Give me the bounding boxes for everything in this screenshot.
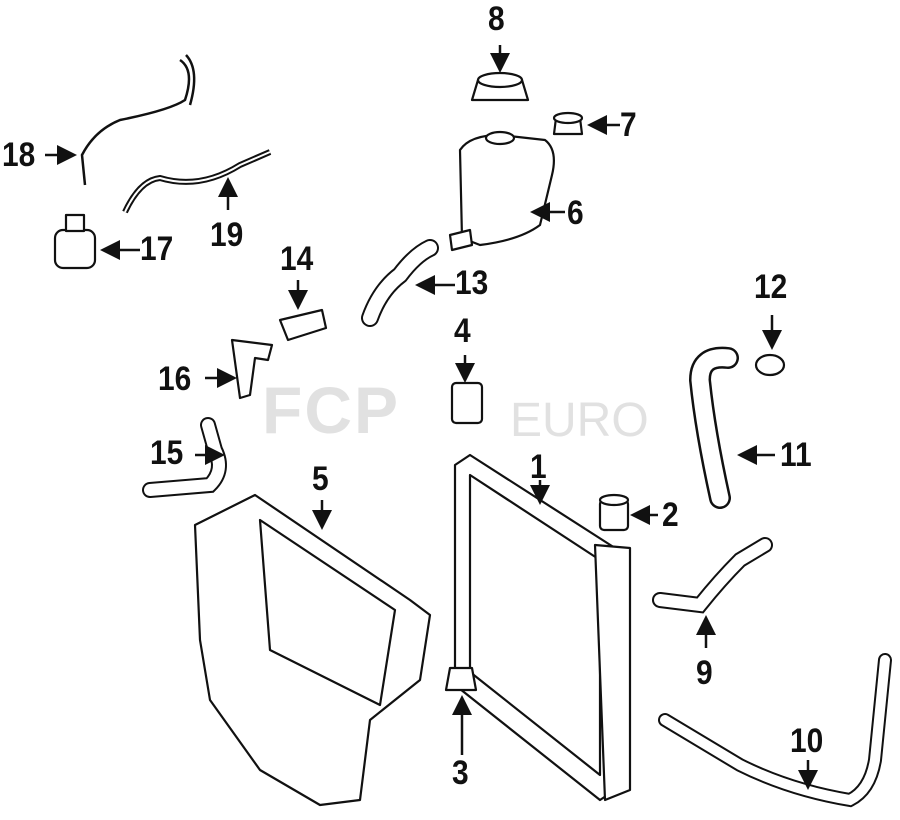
callout-13: 13 <box>455 264 489 302</box>
part-19-hose <box>122 149 272 214</box>
part-14-connector <box>278 280 328 342</box>
callout-12: 12 <box>754 268 788 306</box>
watermark-logo: FCP <box>262 373 400 447</box>
callout-10: 10 <box>790 722 824 760</box>
part-10-pipe <box>658 653 892 808</box>
part-17-pump <box>53 213 140 270</box>
callout-18: 18 <box>2 136 36 174</box>
part-16-flange <box>205 338 274 400</box>
callout-5: 5 <box>312 460 329 498</box>
part-6-expansion-tank <box>448 130 565 252</box>
part-4-sensor <box>450 355 484 425</box>
part-12-clamp <box>754 315 786 377</box>
callout-7: 7 <box>620 106 637 144</box>
part-15-pipe <box>142 417 227 498</box>
part-5-fan-shroud <box>193 493 432 807</box>
callout-6: 6 <box>567 194 584 232</box>
callout-17: 17 <box>140 230 174 268</box>
part-18-hose <box>45 54 196 186</box>
callout-8: 8 <box>488 0 505 38</box>
watermark-suffix: EURO <box>510 394 649 447</box>
callout-2: 2 <box>662 496 679 534</box>
callout-19: 19 <box>210 216 244 254</box>
part-2-mount <box>598 493 658 532</box>
part-9-hose <box>652 537 773 648</box>
part-7-seal <box>552 111 620 136</box>
part-8-cap <box>470 45 530 102</box>
callout-3: 3 <box>452 754 469 792</box>
callout-11: 11 <box>780 436 812 474</box>
callout-14: 14 <box>280 240 314 278</box>
callout-15: 15 <box>150 434 184 472</box>
callout-1: 1 <box>530 448 547 486</box>
part-11-hose <box>688 346 775 509</box>
part-13-hose <box>361 239 455 327</box>
callout-4: 4 <box>454 312 471 350</box>
callout-9: 9 <box>696 654 713 692</box>
callout-16: 16 <box>158 360 192 398</box>
part-3-mount <box>444 666 478 755</box>
